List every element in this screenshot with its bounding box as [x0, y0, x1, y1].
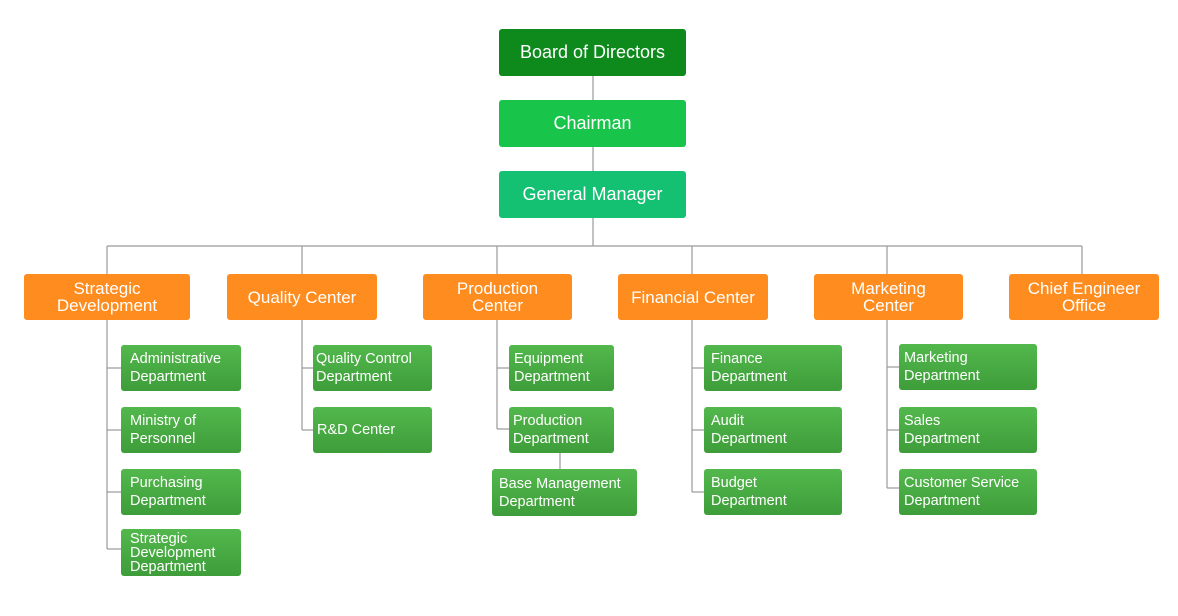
- node-label: General Manager: [522, 184, 663, 204]
- node-label: Quality Control Department: [316, 351, 412, 385]
- node-center-strategic-development: Strategic Development: [24, 274, 190, 320]
- node-dept-audit: Audit Department: [704, 407, 842, 453]
- node-label: Marketing Department: [904, 350, 980, 384]
- node-label: Chairman: [553, 113, 632, 133]
- node-label: Quality Center: [247, 287, 357, 307]
- node-label: Base Management Department: [499, 475, 621, 510]
- node-dept-production: Production Department: [509, 407, 614, 453]
- node-label: Audit Department: [711, 413, 787, 447]
- node-dept-administrative: Administrative Department: [121, 345, 241, 391]
- node-label: Board of Directors: [519, 42, 666, 62]
- node-dept-quality-control: Quality Control Department: [313, 345, 432, 391]
- node-label: Equipment Department: [514, 351, 590, 385]
- node-dept-equipment: Equipment Department: [509, 345, 614, 391]
- node-label: Marketing Center: [851, 279, 926, 315]
- node-label: Purchasing Department: [130, 475, 206, 509]
- node-center-quality: Quality Center: [227, 274, 377, 320]
- node-dept-strategic-development: Strategic Development Department: [121, 529, 241, 576]
- node-dept-purchasing: Purchasing Department: [121, 469, 241, 515]
- node-label: R&D Center: [317, 422, 396, 438]
- node-label: Production Department: [513, 413, 589, 447]
- node-label: Financial Center: [631, 287, 755, 307]
- node-label: Production Center: [456, 279, 539, 315]
- node-general-manager: General Manager: [499, 171, 686, 218]
- node-dept-sales: Sales Department: [899, 407, 1037, 453]
- node-label: Finance Department: [711, 351, 787, 385]
- node-label: Administrative Department: [130, 351, 222, 385]
- node-label: Ministry of Personnel: [130, 413, 197, 447]
- node-label: Customer Service Department: [904, 475, 1020, 509]
- node-label: Strategic Development Department: [130, 530, 216, 575]
- node-dept-ministry-of-personnel: Ministry of Personnel: [121, 407, 241, 453]
- node-center-marketing: Marketing Center: [814, 274, 963, 320]
- node-chairman: Chairman: [499, 100, 686, 147]
- node-center-chief-engineer: Chief Engineer Office: [1009, 274, 1159, 320]
- node-center-financial: Financial Center: [618, 274, 768, 320]
- node-label: Chief Engineer Office: [1027, 279, 1141, 315]
- node-board-of-directors: Board of Directors: [499, 29, 686, 76]
- node-dept-customer-service: Customer Service Department: [899, 469, 1037, 515]
- node-dept-finance: Finance Department: [704, 345, 842, 391]
- node-label: Sales Department: [904, 413, 980, 447]
- node-dept-rd-center: R&D Center: [313, 407, 432, 453]
- node-dept-base-management: Base Management Department: [492, 469, 637, 516]
- node-label: Strategic Development: [56, 279, 158, 315]
- node-dept-budget: Budget Department: [704, 469, 842, 515]
- node-dept-marketing: Marketing Department: [899, 344, 1037, 390]
- node-label: Budget Department: [711, 475, 787, 509]
- node-center-production: Production Center: [423, 274, 572, 320]
